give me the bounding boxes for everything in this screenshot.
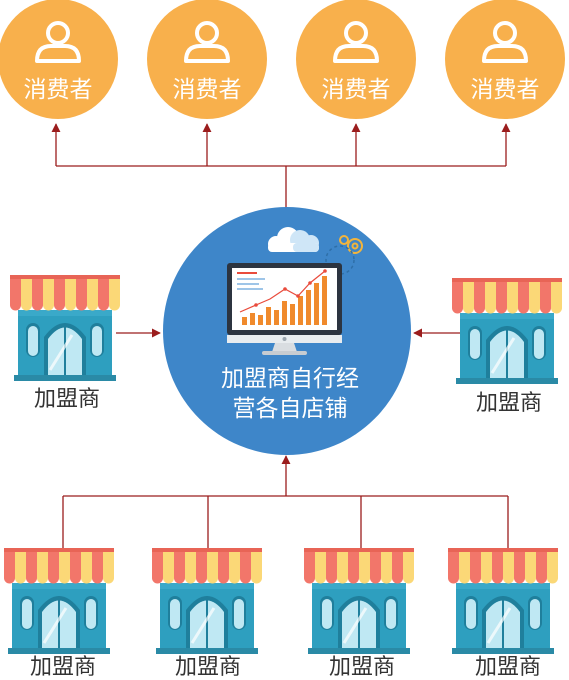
consumer-connectors <box>51 123 511 212</box>
storefront-icon <box>302 546 416 656</box>
monitor-icon <box>227 263 342 355</box>
consumer-label: 消费者 <box>322 77 391 103</box>
storefront-icon <box>8 273 122 383</box>
franchisee-label: 加盟商 <box>475 655 541 680</box>
franchisee-node: 加盟商 <box>446 546 560 680</box>
franchisee-node: 加盟商 <box>150 546 264 680</box>
bottom-connectors <box>62 455 509 550</box>
center-label-line1: 加盟商自行经 <box>221 366 359 392</box>
consumer-node: 消费者 <box>445 0 565 119</box>
storefront-icon <box>2 546 116 656</box>
franchisee-label: 加盟商 <box>175 655 241 680</box>
franchisee-node: 加盟商 <box>2 546 116 680</box>
center-label-line2: 营各自店铺 <box>233 396 348 422</box>
consumer-node: 消费者 <box>147 0 267 119</box>
franchisee-label: 加盟商 <box>30 655 96 680</box>
cloud-icon <box>268 227 319 252</box>
franchisee-node: 加盟商 <box>450 276 564 416</box>
consumer-label: 消费者 <box>24 77 93 103</box>
franchisee-label: 加盟商 <box>329 655 395 680</box>
franchisee-node: 加盟商 <box>8 273 122 412</box>
storefront-icon <box>446 546 560 656</box>
gear-icon <box>325 235 363 275</box>
consumer-node: 消费者 <box>0 0 118 119</box>
consumer-label: 消费者 <box>471 77 540 103</box>
consumer-node: 消费者 <box>296 0 416 119</box>
center-node: 加盟商自行经 营各自店铺 <box>163 207 411 455</box>
franchisee-node: 加盟商 <box>302 546 416 680</box>
storefront-icon <box>450 276 564 386</box>
consumer-label: 消费者 <box>173 77 242 103</box>
storefront-icon <box>150 546 264 656</box>
franchisee-label: 加盟商 <box>476 391 542 416</box>
franchisee-label: 加盟商 <box>34 387 100 412</box>
